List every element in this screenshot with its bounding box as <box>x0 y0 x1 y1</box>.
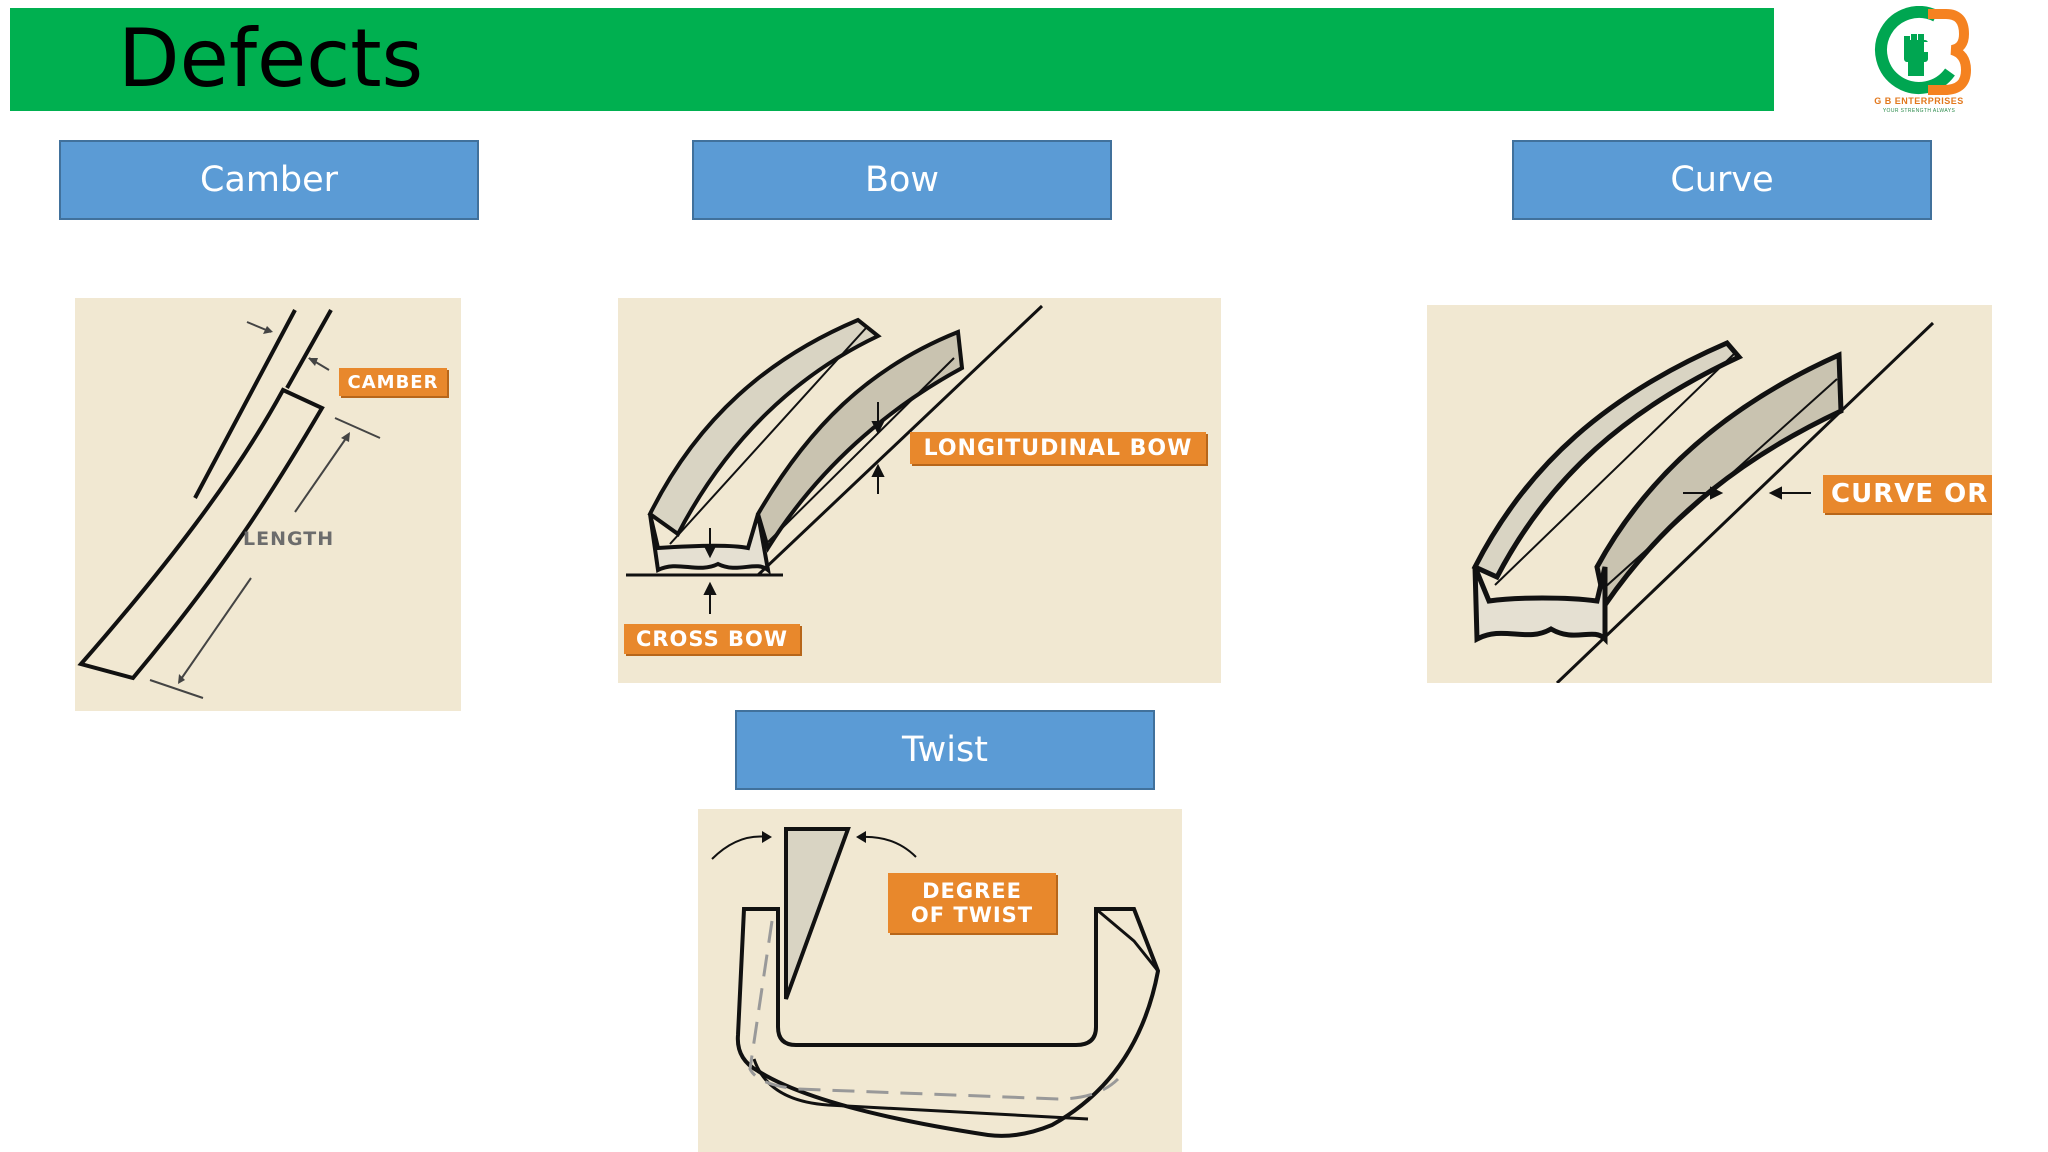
logo-tagline: YOUR STRENGTH ALWAYS <box>1882 108 1956 114</box>
degree-of-twist-callout: DEGREE OF TWIST <box>888 873 1056 933</box>
gb-enterprises-fist-logo-icon <box>1875 6 1972 95</box>
bow-diagram: LONGITUDINAL BOW CROSS BOW <box>618 298 1221 683</box>
curve-callout: CURVE OR <box>1823 475 1992 513</box>
title-bar: Defects <box>10 8 1774 111</box>
bow-illustration <box>626 304 1044 614</box>
twist-diagram: DEGREE OF TWIST <box>698 809 1182 1152</box>
degree-of-twist-line1: DEGREE <box>922 879 1022 903</box>
cross-bow-callout: CROSS BOW <box>624 624 800 654</box>
length-dimension-label: LENGTH <box>243 528 335 550</box>
camber-callout: CAMBER <box>339 368 447 396</box>
camber-diagram: CAMBER LENGTH <box>75 298 461 711</box>
longitudinal-bow-callout: LONGITUDINAL BOW <box>910 432 1206 464</box>
company-logo: G B ENTERPRISES YOUR STRENGTH ALWAYS <box>1866 6 1972 118</box>
curve-diagram: CURVE OR <box>1427 305 1992 683</box>
logo-company-name: G B ENTERPRISES <box>1874 96 1964 106</box>
twist-illustration <box>711 827 1161 1138</box>
curve-label-box: Curve <box>1512 140 1932 220</box>
degree-of-twist-line2: OF TWIST <box>910 903 1034 927</box>
slide-title: Defects <box>118 12 424 105</box>
curve-illustration <box>1471 321 1935 683</box>
bow-label-box: Bow <box>692 140 1112 220</box>
camber-label-box: Camber <box>59 140 479 220</box>
twist-label-box: Twist <box>735 710 1155 790</box>
camber-illustration <box>77 309 381 699</box>
